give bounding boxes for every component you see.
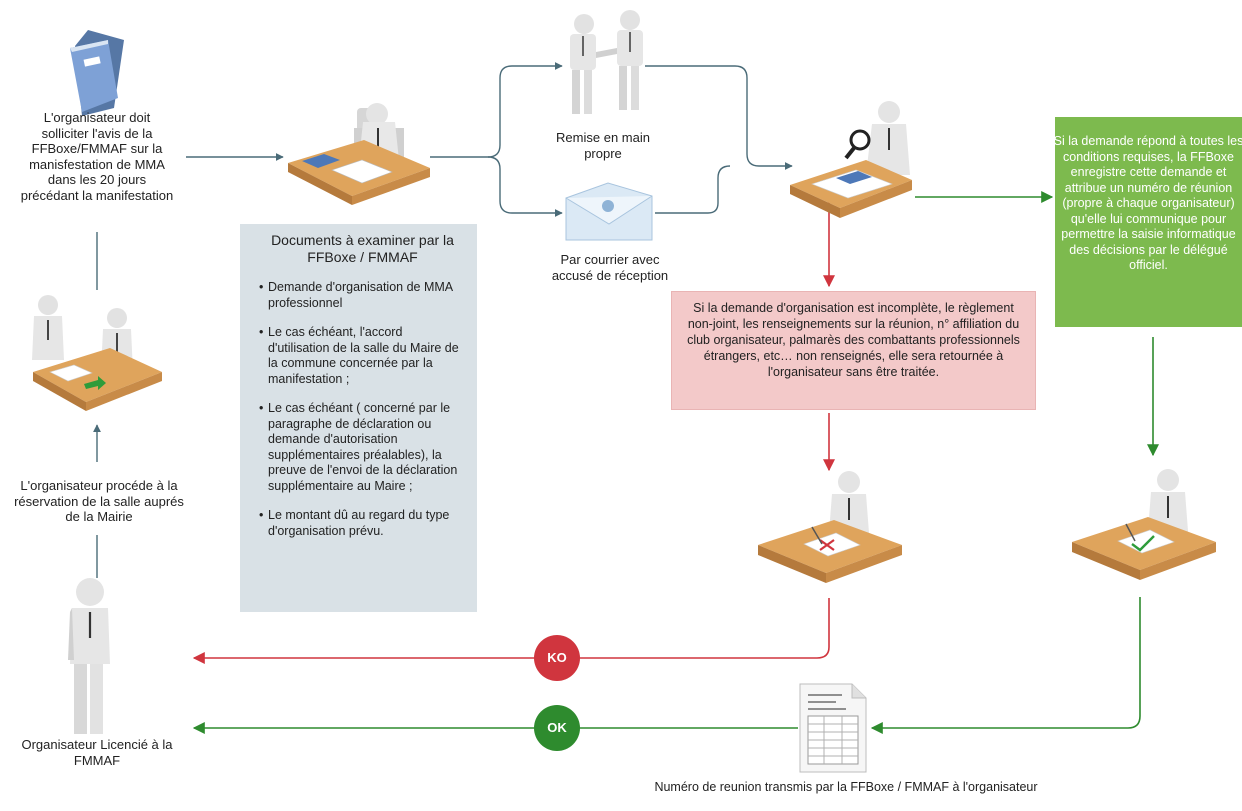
approval-desk-icon xyxy=(1072,469,1216,580)
desk-documents-icon xyxy=(288,103,430,205)
ko-badge: KO xyxy=(534,635,580,681)
documents-title: Documents à examiner par la FFBoxe / FMM… xyxy=(271,232,454,265)
documents-list: Demande d'organisation de MMA profession… xyxy=(258,280,467,539)
rejection-desk-icon xyxy=(758,471,902,583)
documents-list-item: Le cas échéant, l'accord d'utilisation d… xyxy=(259,325,467,387)
arrow-approval-to-document xyxy=(870,597,1141,734)
reservation-text: L'organisateur procéde à la réservation … xyxy=(14,478,184,524)
request-instruction-text: L'organisateur doit solliciter l'avis de… xyxy=(20,110,174,203)
approval-text: Si la demande répond à toutes les condit… xyxy=(1055,134,1242,272)
organizer-label: Organisateur Licencié à la FMMAF xyxy=(21,737,173,768)
arrow-split-mail xyxy=(487,156,563,217)
approval-box: Si la demande répond à toutes les condit… xyxy=(1055,117,1242,327)
folder-icon xyxy=(70,30,124,116)
arrow-ko-return xyxy=(192,598,830,664)
organizer-figure-icon xyxy=(68,578,110,734)
arrow-mail-to-review xyxy=(655,165,731,214)
arrow-split-hand xyxy=(430,62,563,158)
hand-delivery-label: Remise en main propre xyxy=(556,130,650,161)
envelope-icon xyxy=(565,182,653,241)
document-icon xyxy=(799,683,867,773)
handshake-icon xyxy=(570,10,643,114)
arrow-hand-to-review xyxy=(645,65,793,170)
documents-list-item: Le montant dû au regard du type d'organi… xyxy=(259,508,467,539)
ok-badge: OK xyxy=(534,705,580,751)
mail-label: Par courrier avec accusé de réception xyxy=(551,252,669,283)
transmitted-number-label: Numéro de reunion transmis par la FFBoxe… xyxy=(654,780,1038,794)
rejection-text: Si la demande d'organisation est incompl… xyxy=(687,301,1020,379)
review-desk-icon xyxy=(790,101,912,218)
documents-list-item: Le cas échéant ( concerné par le paragra… xyxy=(259,401,467,494)
documents-box: Documents à examiner par la FFBoxe / FMM… xyxy=(240,224,477,612)
meeting-desk-icon xyxy=(32,295,162,411)
rejection-box: Si la demande d'organisation est incompl… xyxy=(671,291,1036,410)
documents-list-item: Demande d'organisation de MMA profession… xyxy=(259,280,467,311)
